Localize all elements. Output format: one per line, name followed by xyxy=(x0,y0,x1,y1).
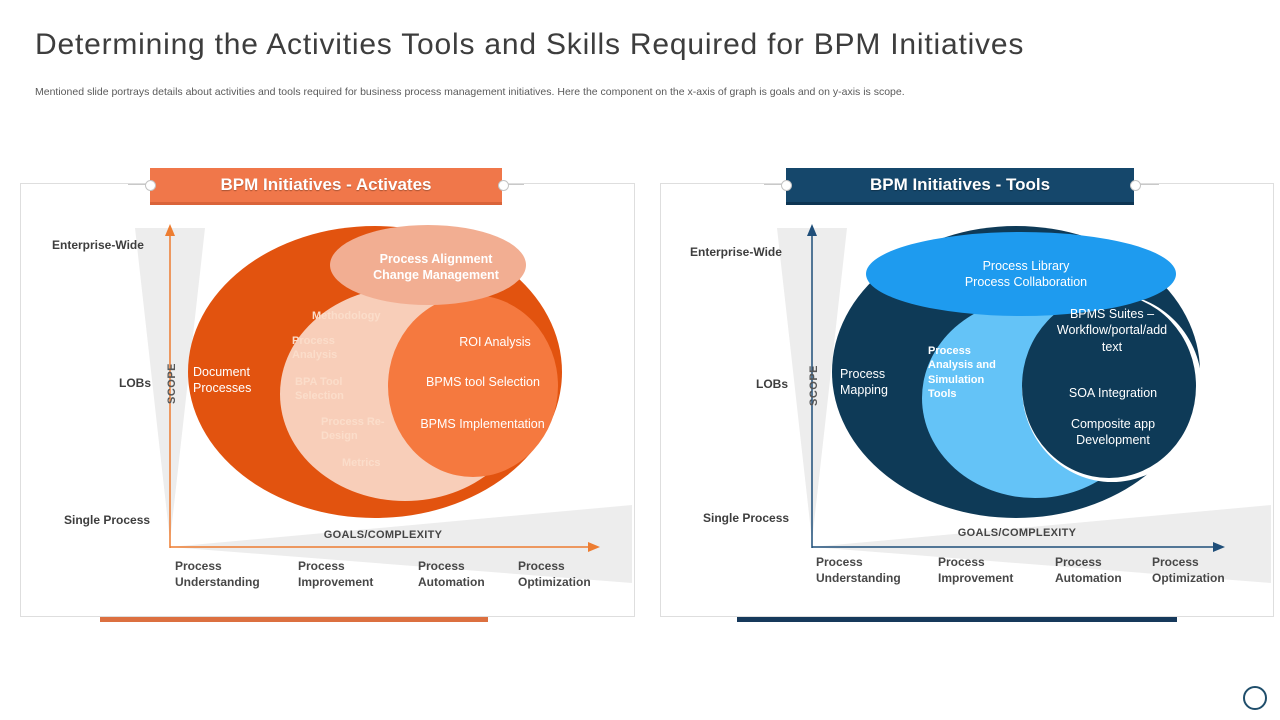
connector-dot xyxy=(145,180,156,191)
label-bpms-suites: BPMS Suites – Workflow/portal/add text xyxy=(1056,307,1168,354)
label-process-alignment: Process Alignment Change Management xyxy=(373,252,499,283)
tools-y-arrowhead xyxy=(807,224,817,236)
label-process-library: Process Library Process Collaboration xyxy=(964,259,1088,290)
label-methodology: Methodology xyxy=(312,310,381,322)
tools-header: BPM Initiatives - Tools xyxy=(786,168,1134,205)
activates-header: BPM Initiatives - Activates xyxy=(150,168,502,205)
tools-inner-ellipse xyxy=(1022,294,1196,478)
page-subtitle: Mentioned slide portrays details about a… xyxy=(35,86,905,98)
tools-footer-bar xyxy=(737,617,1177,622)
y-tick-lobs: LOBs xyxy=(756,377,789,391)
activates-goals-wedge xyxy=(170,505,632,583)
x-tick-process-improvement: Process Improvement xyxy=(298,559,374,589)
decorative-circle xyxy=(1243,686,1267,710)
x-tick-process-optimization: Process Optimization xyxy=(1152,555,1225,585)
y-tick-single-process: Single Process xyxy=(64,513,151,527)
y-tick-lobs: LOBs xyxy=(119,376,152,390)
scope-axis-label: SCOPE xyxy=(166,362,178,404)
activates-footer-bar xyxy=(100,617,488,622)
label-bpms-implementation: BPMS Implementation xyxy=(420,417,545,431)
y-tick-enterprise-wide: Enterprise-Wide xyxy=(690,245,782,259)
activates-top-ellipse xyxy=(330,225,526,305)
goals-axis-label: GOALS/COMPLEXITY xyxy=(323,529,443,541)
connector-line xyxy=(128,184,146,185)
tools-top-ellipse xyxy=(866,232,1176,316)
goals-axis-label: GOALS/COMPLEXITY xyxy=(957,527,1077,539)
connector-dot xyxy=(781,180,792,191)
connector-line xyxy=(764,184,782,185)
label-metrics: Metrics xyxy=(342,457,381,469)
scope-axis-label: SCOPE xyxy=(808,364,820,406)
x-tick-process-automation: Process Automation xyxy=(418,559,485,589)
page-title: Determining the Activities Tools and Ski… xyxy=(35,28,1025,61)
label-document-processes: Document Processes xyxy=(193,365,252,396)
activates-inner-ellipse xyxy=(388,295,558,477)
y-tick-enterprise-wide: Enterprise-Wide xyxy=(52,238,144,252)
label-composite-app-development: Composite app Development xyxy=(1070,417,1156,448)
tools-x-arrowhead xyxy=(1213,542,1225,552)
activates-y-arrowhead xyxy=(165,224,175,236)
label-process-re-design: Process Re- Design xyxy=(321,416,385,443)
x-tick-process-optimization: Process Optimization xyxy=(518,559,591,589)
label-bpms-tool-selection: BPMS tool Selection xyxy=(426,375,540,389)
connector-dot xyxy=(498,180,509,191)
x-tick-process-understanding: Process Understanding xyxy=(816,555,901,585)
label-roi-analysis: ROI Analysis xyxy=(459,335,531,349)
activates-diagram xyxy=(135,224,632,583)
label-soa-integration: SOA Integration xyxy=(1068,386,1158,400)
label-process-analysis: Process Analysis xyxy=(292,335,338,362)
activates-x-arrowhead xyxy=(588,542,600,552)
label-process-mapping: Process Mapping xyxy=(840,367,888,398)
y-tick-single-process: Single Process xyxy=(703,511,790,525)
label-bpa-tool-selection: BPA Tool Selection xyxy=(295,376,344,403)
connector-line xyxy=(506,184,524,185)
x-tick-process-improvement: Process Improvement xyxy=(938,555,1014,585)
tools-diagram xyxy=(777,224,1271,583)
connector-line xyxy=(1139,184,1159,185)
x-tick-process-automation: Process Automation xyxy=(1055,555,1122,585)
connector-dot xyxy=(1130,180,1141,191)
tools-goals-wedge xyxy=(812,505,1271,583)
label-process-analysis-simulation: Process Analysis and Simulation Tools xyxy=(928,345,996,400)
x-tick-process-understanding: Process Understanding xyxy=(175,559,260,589)
